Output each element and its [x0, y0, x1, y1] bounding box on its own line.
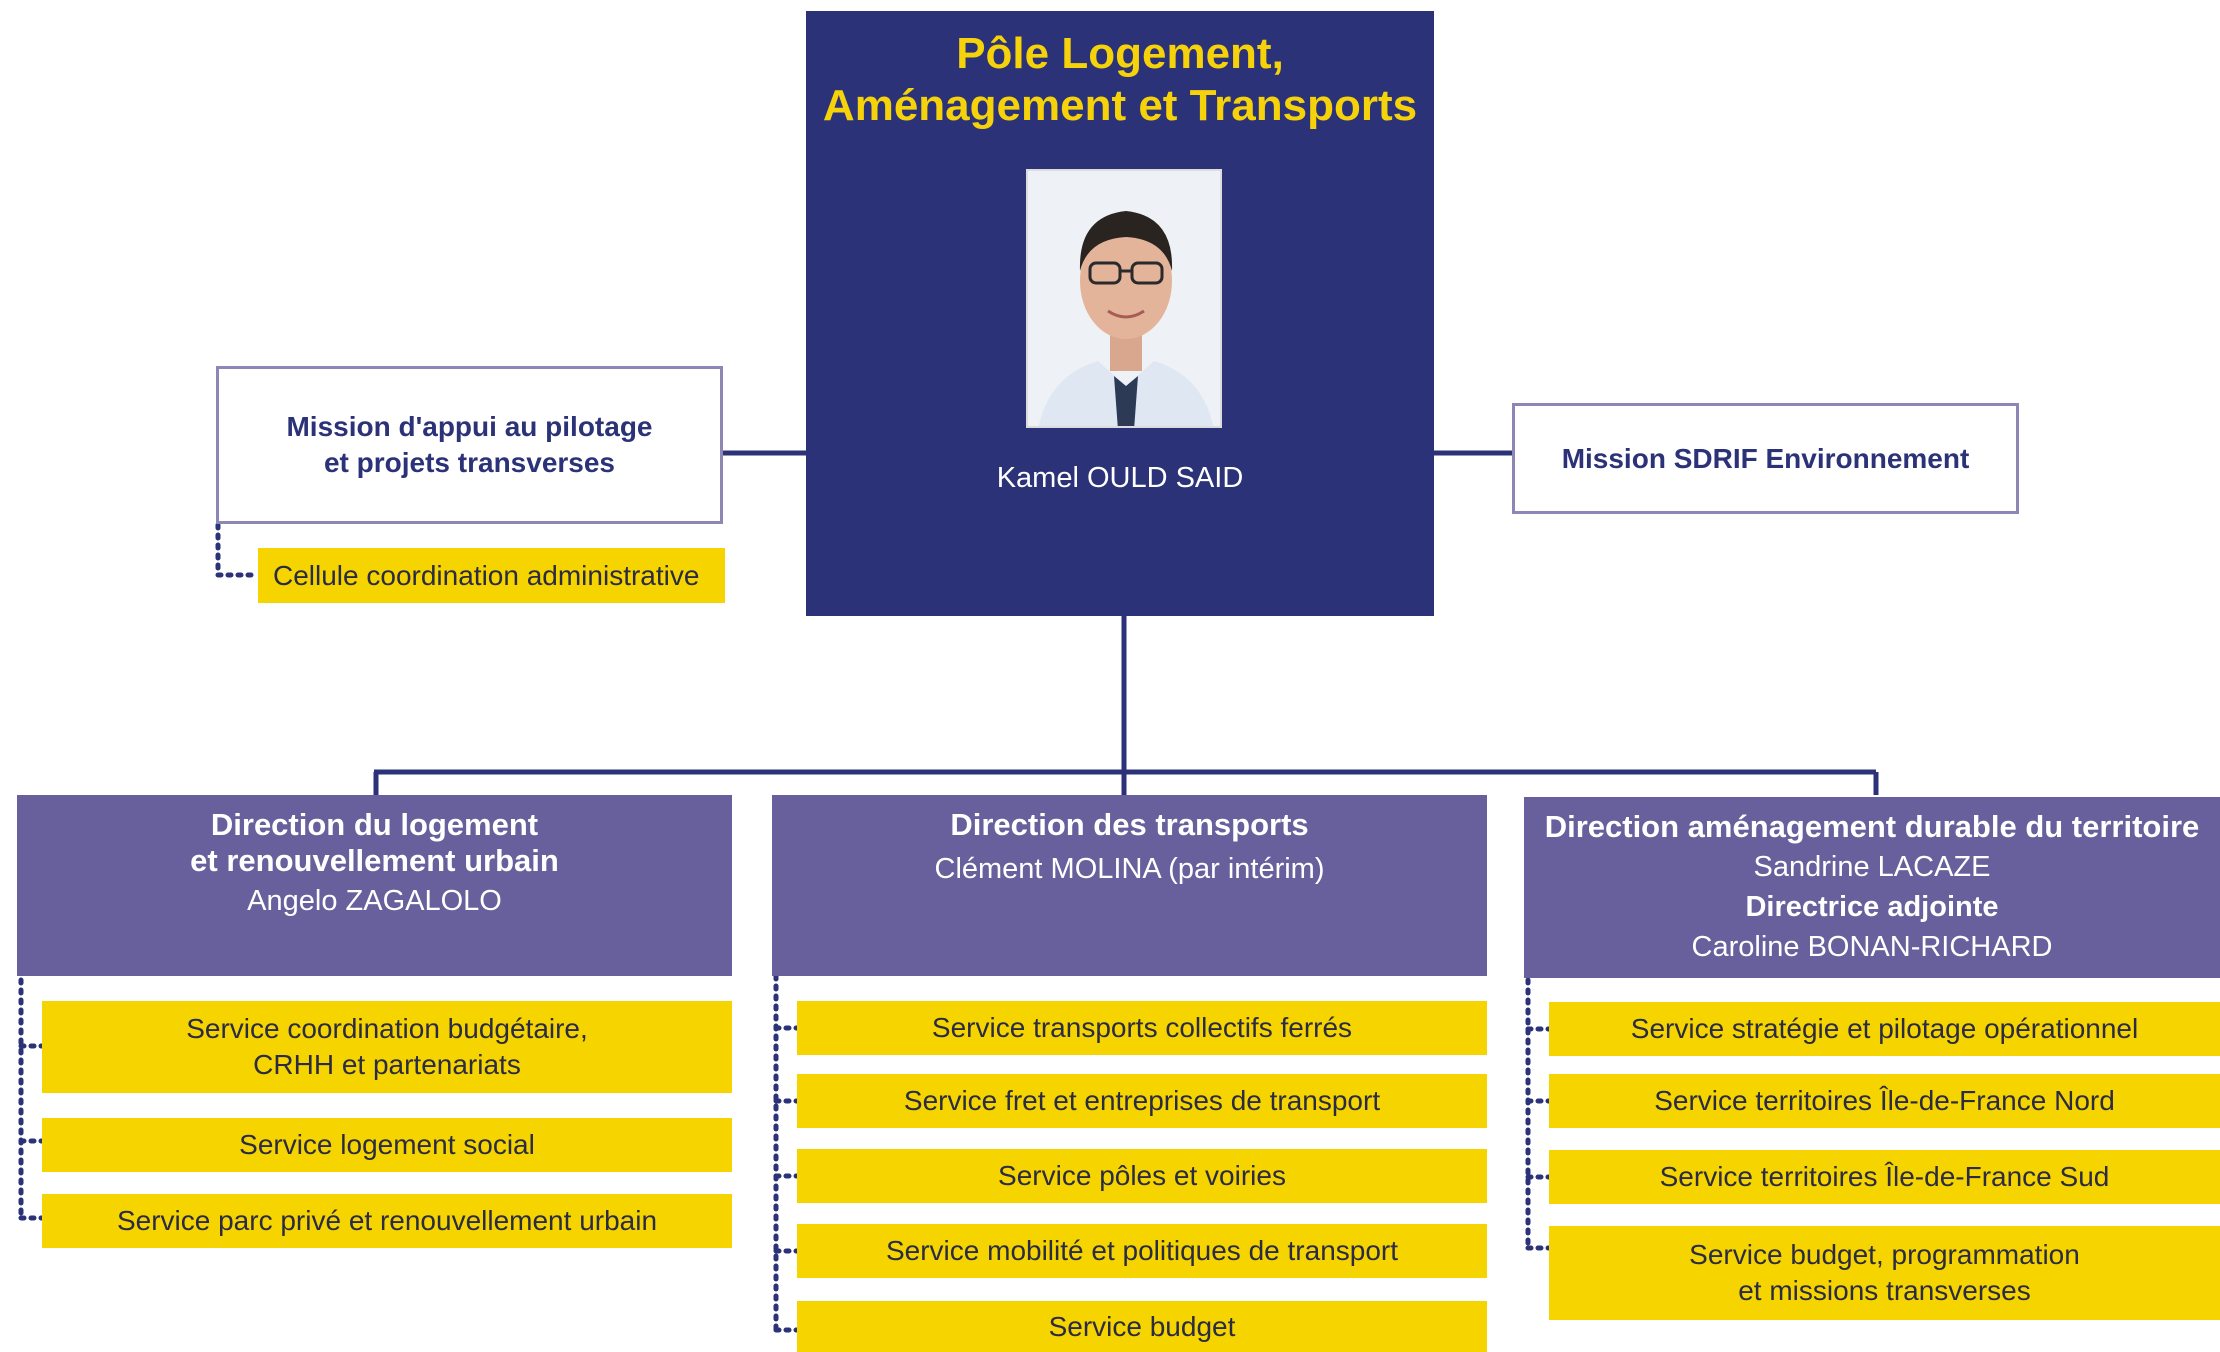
service-parc-prive: Service parc privé et renouvellement urb… — [42, 1194, 732, 1248]
direction-logement-title-2: et renouvellement urbain — [190, 843, 559, 878]
direction-logement: Direction du logement et renouvellement … — [17, 795, 732, 976]
direction-amenagement: Direction aménagement durable du territo… — [1524, 797, 2220, 978]
direction-amenagement-title: Direction aménagement durable du territo… — [1544, 809, 2200, 844]
service-line: Service territoires Île-de-France Nord — [1654, 1085, 2115, 1116]
service-line: Service logement social — [239, 1129, 535, 1160]
pole-head-name: Kamel OULD SAID — [996, 462, 1244, 494]
direction-logement-director: Angelo ZAGALOLO — [247, 885, 502, 917]
direction-amenagement-deputy: Caroline BONAN-RICHARD — [1691, 931, 2053, 963]
service-strategie: Service stratégie et pilotage opérationn… — [1549, 1002, 2220, 1056]
direction-transports-director: Clément MOLINA (par intérim) — [934, 853, 1325, 885]
cellule-coordination: Cellule coordination administrative — [258, 548, 725, 603]
service-transports-collectifs: Service transports collectifs ferrés — [797, 1001, 1487, 1055]
service-mobilite: Service mobilité et politiques de transp… — [797, 1224, 1487, 1278]
service-line: Service pôles et voiries — [998, 1160, 1286, 1191]
service-line: Service transports collectifs ferrés — [931, 1012, 1353, 1043]
direction-amenagement-deputy-title: Directrice adjointe — [1745, 891, 1999, 923]
service-line: Service fret et entreprises de transport — [903, 1085, 1381, 1116]
service-coordination-budgetaire: Service coordination budgétaire, CRHH et… — [42, 1001, 732, 1093]
head-portrait-photo — [1026, 169, 1222, 428]
service-idf-sud: Service territoires Île-de-France Sud — [1549, 1150, 2220, 1204]
service-line: CRHH et partenariats — [253, 1049, 521, 1080]
direction-logement-title-1: Direction du logement — [210, 807, 539, 842]
service-line: Service stratégie et pilotage opérationn… — [1630, 1013, 2139, 1044]
service-line: Service budget — [1048, 1310, 1236, 1342]
portrait-illustration — [1028, 171, 1220, 426]
service-line: Service mobilité et politiques de transp… — [885, 1235, 1399, 1266]
direction-transports-title: Direction des transports — [950, 807, 1309, 842]
mission-left-line1: Mission d'appui au pilotage — [286, 411, 653, 442]
service-idf-nord: Service territoires Île-de-France Nord — [1549, 1074, 2220, 1128]
pole-title-line2: Aménagement et Transports — [822, 81, 1418, 130]
service-logement-social: Service logement social — [42, 1118, 732, 1172]
service-budget: Service budget — [797, 1301, 1487, 1352]
mission-right-label: Mission SDRIF Environnement — [1561, 442, 1970, 474]
direction-amenagement-director: Sandrine LACAZE — [1753, 851, 1991, 883]
pole-title: Pôle Logement, Aménagement et Transports — [806, 28, 1434, 132]
service-line: Service budget, programmation — [1689, 1239, 2080, 1270]
mission-left-line2: et projets transverses — [323, 447, 616, 478]
service-line: Service parc privé et renouvellement urb… — [116, 1205, 658, 1236]
direction-transports: Direction des transports Clément MOLINA … — [772, 795, 1487, 976]
service-budget-programmation: Service budget, programmation et mission… — [1549, 1226, 2220, 1320]
mission-appui-pilotage: Mission d'appui au pilotage et projets t… — [216, 366, 723, 524]
service-line: Service territoires Île-de-France Sud — [1659, 1161, 2110, 1192]
service-poles-voiries: Service pôles et voiries — [797, 1149, 1487, 1203]
mission-sdrif: Mission SDRIF Environnement — [1512, 403, 2019, 514]
service-fret: Service fret et entreprises de transport — [797, 1074, 1487, 1128]
service-line: et missions transverses — [1738, 1275, 2031, 1306]
service-line: Service coordination budgétaire, — [186, 1013, 588, 1044]
pole-title-line1: Pôle Logement, — [956, 29, 1284, 78]
